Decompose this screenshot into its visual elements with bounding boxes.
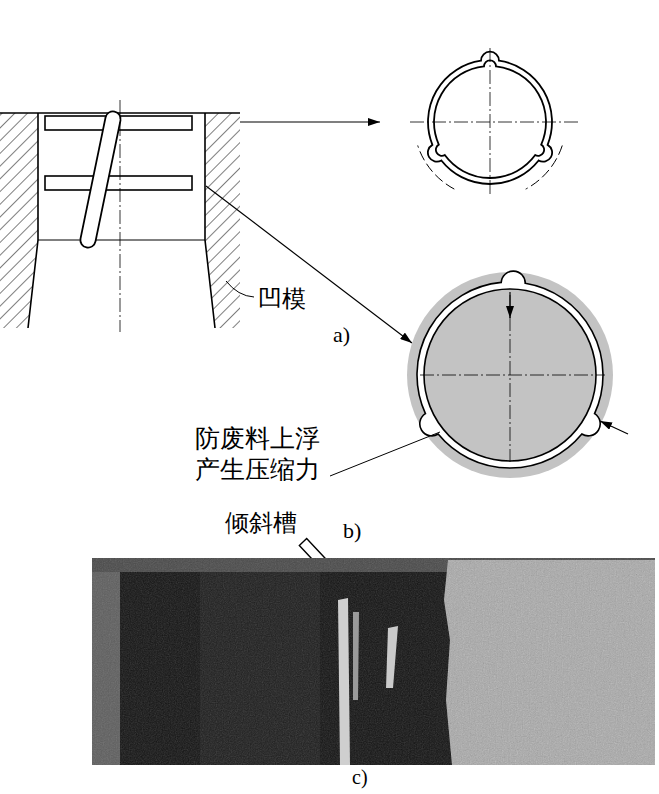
leader-line [330,432,440,476]
photo-slot-edge [338,598,350,765]
photo [92,558,655,765]
inclined-slot [88,119,113,240]
photo-bright-area [440,558,655,765]
die-section [0,100,412,343]
figure-label: a) [333,321,350,349]
leader-line [226,281,254,297]
photo-bright [440,558,655,765]
center-line [120,100,121,332]
inclined-slot [88,119,113,240]
force-arrow [509,292,510,318]
force-arrow [600,421,628,434]
part-label: 凹模 [258,284,306,314]
die-wall-line [205,113,215,328]
center-line [410,122,580,123]
figure-label: b) [343,517,361,545]
die-area [407,272,613,478]
note-label: 防废料上浮 产生压缩力 [195,423,330,486]
center-line [420,375,605,376]
dashed-arc [526,145,563,189]
slug-view [330,271,628,478]
dashed-arc [418,145,455,189]
center-line [490,48,491,196]
die-wall-hatch [0,113,38,328]
part-label: 倾斜槽 [225,508,297,538]
groove-slot [45,176,192,190]
figure-label: c) [352,765,368,790]
photo-slot-edge [353,612,359,700]
photo-noise [440,558,655,765]
ring-view [410,48,580,196]
photo-inclined-groove [386,626,398,688]
die-wall-line [28,113,38,328]
center-line [510,295,511,462]
ring-outline [428,52,552,184]
ring-outline [434,60,546,178]
taper-line [38,240,205,241]
die-wall-hatch [205,113,240,328]
clearance-ring [417,271,603,468]
view-arrow [206,186,412,343]
view-arrow [240,121,380,122]
